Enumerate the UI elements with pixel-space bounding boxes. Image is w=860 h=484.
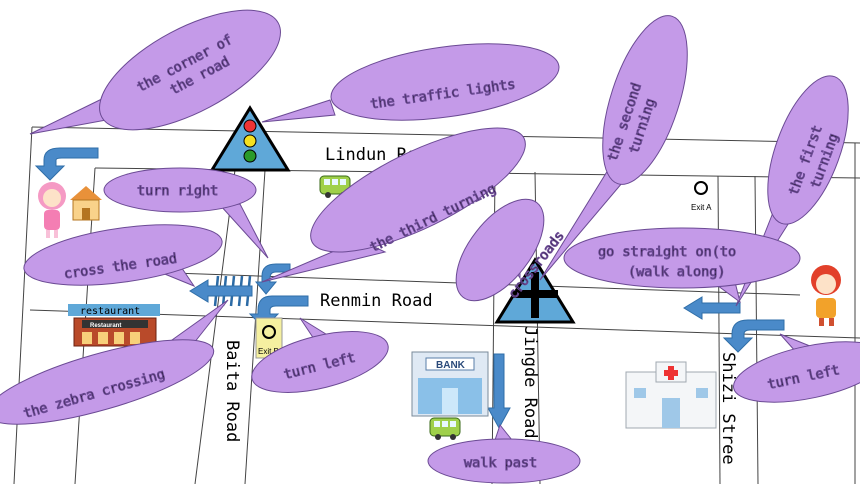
bank-icon: BANK bbox=[411, 351, 489, 417]
bubble-go-straight: go straight on(to (walk along) bbox=[563, 227, 801, 304]
bubble-turn-left-1: turn left bbox=[251, 317, 389, 393]
walk-past-text: walk past bbox=[464, 455, 537, 471]
bubble-corner-of-road: the corner of the road bbox=[29, 9, 281, 135]
bubble-turn-left-2: turn left bbox=[733, 333, 860, 403]
turn-left-arrow-shizi bbox=[722, 319, 785, 353]
exit-a-label: Exit A bbox=[691, 203, 712, 212]
cross-road-arrow bbox=[189, 279, 253, 303]
jingde-road-label: Jingde Road bbox=[520, 326, 540, 439]
baita-road-right-edge bbox=[244, 169, 266, 484]
turn-right-text: turn right bbox=[137, 183, 218, 199]
baita-road-label: Baita Road bbox=[222, 340, 242, 442]
shizi-street-left-edge bbox=[717, 175, 721, 484]
lindun-road-top-edge bbox=[31, 126, 860, 144]
girl-icon bbox=[38, 182, 66, 238]
walk-past-arrow bbox=[487, 353, 511, 430]
left-road-edge bbox=[13, 126, 33, 484]
girl-icon bbox=[811, 265, 841, 326]
subway-exit-icon: Exit A bbox=[691, 181, 712, 212]
restaurant-board-label: Restaurant bbox=[90, 323, 121, 329]
walk-along-arrow bbox=[683, 296, 741, 320]
baita-road-left-edge bbox=[194, 169, 236, 484]
bubble-walk-past: walk past bbox=[427, 423, 581, 484]
bus-icon bbox=[319, 175, 351, 198]
go-straight-line-2: (walk along) bbox=[628, 264, 726, 280]
bubble-traffic-lights: the traffic lights bbox=[261, 43, 560, 123]
house-icon bbox=[70, 186, 102, 221]
traffic-light-icon bbox=[209, 105, 291, 172]
bus-icon bbox=[429, 417, 461, 440]
bubble-second-turning: the second turning bbox=[539, 15, 688, 281]
shizi-street-label: Shizi Stree bbox=[718, 352, 738, 465]
corner-turn-arrow bbox=[34, 147, 99, 181]
go-straight-line-1: go straight on(to bbox=[598, 244, 736, 260]
crossroads-sign-icon bbox=[494, 257, 576, 324]
restaurant-icon: restaurant Restaurant bbox=[68, 304, 160, 347]
restaurant-label: restaurant bbox=[80, 306, 140, 317]
renmin-road-label: Renmin Road bbox=[320, 291, 433, 311]
renmin-road-bottom-edge bbox=[29, 309, 860, 339]
bank-label: BANK bbox=[436, 360, 466, 371]
svg-text:go straight on(to (wal: go straight on(to (walk along) bbox=[598, 244, 744, 280]
bubble-turn-right: turn right bbox=[103, 167, 269, 259]
exit-b-label: Exit B bbox=[258, 347, 279, 356]
hospital-icon bbox=[625, 361, 717, 429]
